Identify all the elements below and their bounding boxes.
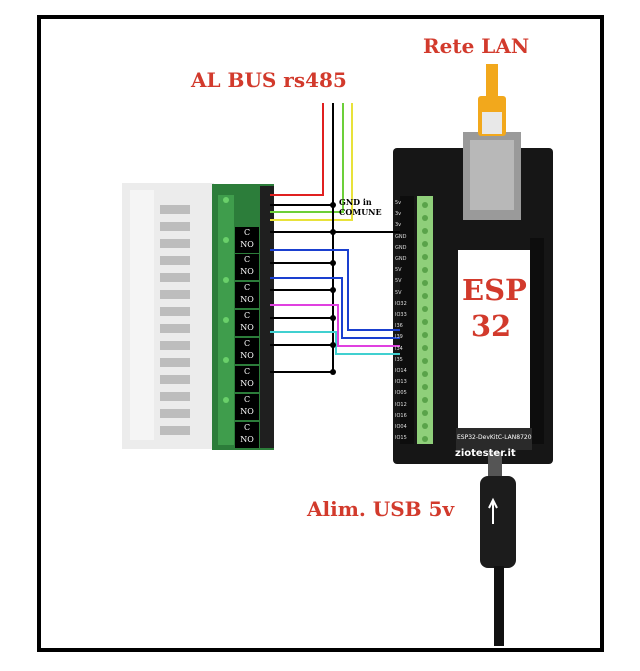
esp32-pin-label: GND (395, 233, 407, 240)
esp32-pin-label: IO05 (395, 390, 407, 397)
relay-c-label: C (243, 228, 251, 237)
signal-wires (270, 249, 400, 355)
esp32-pin-label: 5v (395, 200, 402, 206)
relay-contact-6: C NO (235, 366, 259, 392)
esp32-pin-label: I35 (395, 356, 403, 363)
esp32-pin-label: IO32 (395, 300, 407, 307)
relay-c-label: C (243, 423, 251, 432)
relay-contact-4: C NO (235, 310, 259, 336)
relay-contact-5: C NO (235, 338, 259, 364)
esp32-board (393, 148, 553, 464)
relay-contact-2: C NO (235, 254, 259, 280)
esp32-pin-label: 3v (395, 211, 402, 218)
relay-no-label: NO (240, 240, 254, 249)
board-model-label: ESP32-DevKitC-LAN8720 (457, 434, 532, 441)
esp32-pin-label: 3v (395, 222, 402, 229)
relay-no-label: NO (240, 407, 254, 416)
esp32-label-line1: ESP (462, 273, 527, 307)
relay-c-label: C (243, 283, 251, 292)
relay-no-label: NO (240, 435, 254, 444)
esp32-pin-label: I39 (395, 334, 403, 341)
esp32-pin-label: GND (395, 244, 407, 251)
lan-jack (463, 64, 521, 220)
esp32-pin-label: I34 (395, 345, 403, 352)
esp32-pin-label: IO14 (395, 368, 407, 374)
gnd-note-line1: GND in (339, 197, 372, 207)
esp32-pin-label: GND (395, 256, 407, 262)
esp32-pin-label: IO15 (395, 435, 407, 442)
relay-contact-8: C NO (235, 422, 259, 448)
esp32-label-line2: 32 (470, 309, 512, 343)
relay-no-label: NO (240, 351, 254, 360)
lan-label: Rete LAN (423, 34, 530, 58)
relay-no-label: NO (240, 379, 254, 388)
relay-contact-1: C NO (235, 227, 259, 253)
relay-no-label: NO (240, 267, 254, 276)
relay-contact-3: C NO (235, 282, 259, 308)
relay-no-label: NO (240, 295, 254, 304)
relay-c-label: C (243, 311, 251, 320)
relay-c-label: C (243, 255, 251, 264)
board-brand-label: ziotester.it (455, 448, 516, 459)
relay-no-label: NO (240, 323, 254, 332)
esp32-pin-label: 5V (395, 289, 402, 296)
relay-c-label: C (243, 339, 251, 348)
relay-contact-7: C NO (235, 394, 259, 420)
relay-c-label: C (243, 367, 251, 376)
gnd-common-note: GND in COMUNE (339, 197, 382, 217)
usb-cable (480, 452, 516, 646)
usb-power-label: Alim. USB 5v (307, 497, 455, 521)
relay-c-label: C (243, 395, 251, 404)
esp32-pin-label: IO12 (395, 401, 407, 408)
esp32-pin-label: IO13 (395, 379, 407, 386)
esp32-pin-label: IO16 (395, 412, 407, 419)
esp32-pin-label: IO04 (395, 424, 407, 430)
esp32-pin-label: I36 (395, 323, 403, 330)
esp32-pin-label: 5V (395, 278, 402, 285)
gnd-note-line2: COMUNE (339, 207, 382, 217)
esp32-label: ESP 32 (462, 272, 527, 344)
esp32-pin-label: 5V (395, 267, 402, 274)
esp32-pin-label: IO33 (395, 312, 407, 318)
rs485-bus-label: AL BUS rs485 (191, 68, 347, 92)
